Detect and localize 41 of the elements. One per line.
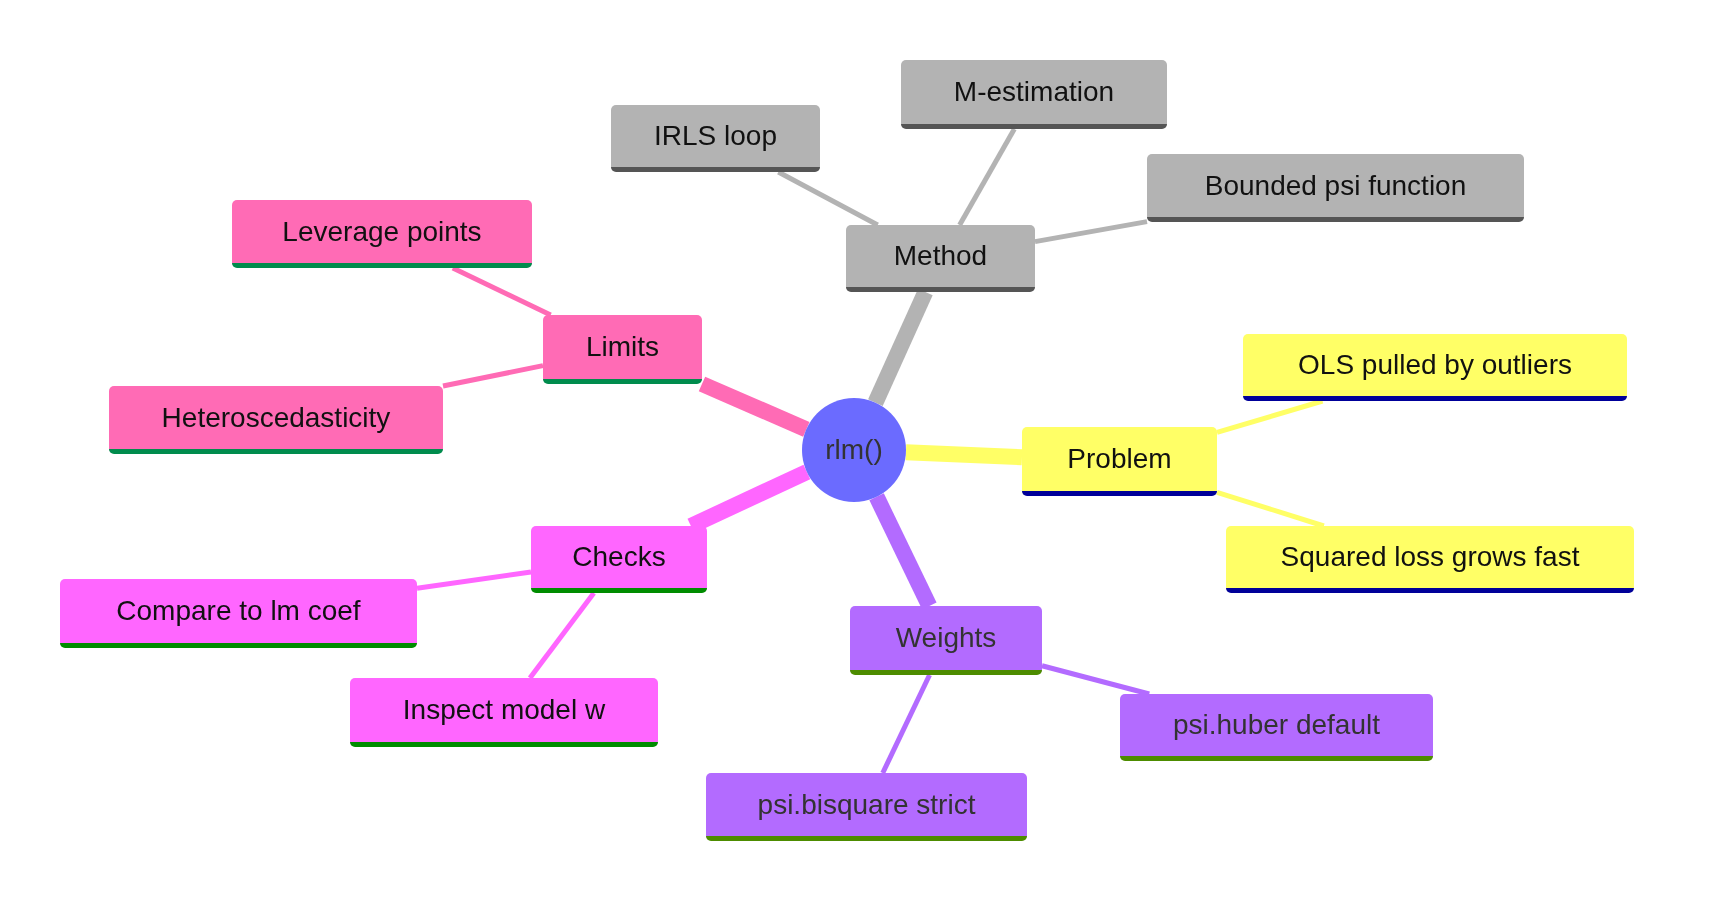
topic-label: Checks (572, 541, 666, 573)
topic-box (850, 606, 1042, 675)
topic-label: Limits (585, 331, 660, 363)
topic-label: rlm() (825, 434, 883, 466)
topic-label: M-estimation (953, 76, 1115, 108)
topic-label: Inspect model w (402, 694, 606, 726)
branch-line (905, 444, 1023, 466)
topic-label: psi.bisquare strict (757, 788, 976, 821)
topic-label: Compare to lm coef (116, 595, 361, 627)
topic-box (706, 773, 1027, 841)
topic-box (60, 579, 417, 648)
topic-box (611, 105, 820, 172)
topic-box (901, 60, 1167, 129)
topic-label: Weights (895, 622, 997, 654)
topic-box (1022, 427, 1217, 496)
topic-box (1120, 694, 1433, 761)
branch-line (1034, 219, 1148, 245)
topic-box (1226, 526, 1634, 593)
branch-line (698, 376, 810, 437)
branch-line (416, 569, 532, 591)
topic-box (1243, 334, 1627, 401)
branch-line (880, 673, 932, 775)
topic-label: Squared loss grows fast (1280, 541, 1580, 573)
topic-box (543, 315, 702, 384)
topic-label: Leverage points (282, 215, 482, 248)
topic-box (350, 678, 658, 747)
topic-label: Method (893, 240, 988, 272)
topic-box (232, 200, 532, 268)
topic-label: IRLS loop (654, 120, 777, 152)
branch-line (442, 363, 544, 389)
topic-box (531, 526, 707, 593)
topic-label: Problem (1067, 443, 1172, 475)
topic-label: Bounded psi function (1204, 169, 1467, 202)
topic-box (846, 225, 1035, 292)
topic-label: psi.huber default (1172, 709, 1380, 741)
branch-line (527, 591, 596, 680)
topic-box (109, 386, 443, 454)
branch-line (957, 127, 1017, 227)
topic-label: OLS pulled by outliers (1298, 349, 1572, 381)
topic-box (1147, 154, 1524, 222)
topic-label: Heteroscedasticity (161, 401, 391, 434)
